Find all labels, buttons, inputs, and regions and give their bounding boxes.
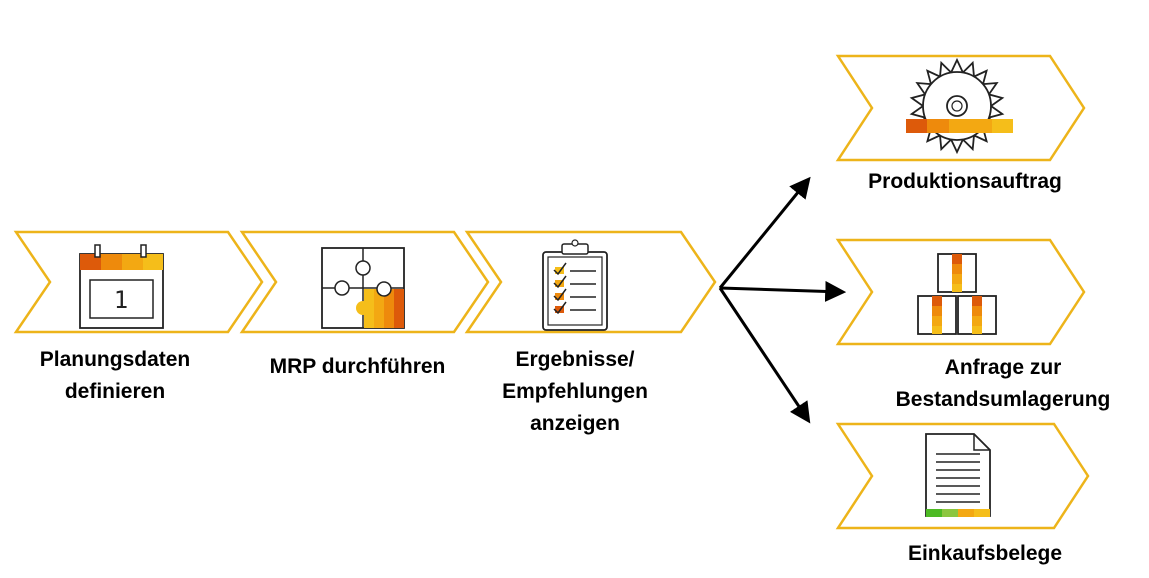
step-label-planning: Planungsdaten definieren	[20, 344, 210, 408]
outcome-chevron-production	[835, 54, 1086, 162]
step-chevron-planning	[13, 230, 264, 334]
label-line: anzeigen	[530, 412, 620, 435]
arrow-to-purchasing	[718, 287, 811, 424]
outcome-chevron-stock-transfer	[835, 238, 1086, 346]
stacked-boxes-icon	[917, 253, 997, 335]
step-chevron-results	[464, 230, 717, 334]
outcome-label-purchasing: Einkaufsbelege	[860, 538, 1110, 570]
outcome-chevron-purchasing	[835, 422, 1090, 530]
saw-blade-icon	[906, 57, 1013, 155]
label-line: Ergebnisse/	[515, 348, 635, 371]
arrow-to-stock-transfer	[719, 280, 847, 302]
checklist-clipboard-icon	[542, 239, 608, 331]
calendar-icon: 1	[79, 244, 164, 329]
arrow-to-production	[718, 176, 811, 289]
label-line: Empfehlungen	[502, 380, 648, 403]
branch-arrows	[718, 176, 847, 424]
step-label-mrp: MRP durchführen	[240, 351, 475, 383]
label-line: MRP durchführen	[269, 355, 446, 378]
outcome-label-stock-transfer: Anfrage zur Bestandsumlagerung	[858, 352, 1148, 416]
label-line: Anfrage zur	[944, 356, 1062, 379]
calendar-day: 1	[114, 286, 128, 314]
label-line: Bestandsumlagerung	[895, 388, 1111, 411]
step-label-results: Ergebnisse/ Empfehlungen anzeigen	[470, 344, 680, 440]
label-line: Planungsdaten	[39, 348, 191, 371]
label-line: Einkaufsbelege	[907, 542, 1063, 565]
label-line: definieren	[64, 380, 166, 403]
label-line: Produktionsauftrag	[868, 170, 1062, 193]
step-chevron-mrp	[239, 230, 490, 334]
document-icon	[925, 433, 991, 517]
outcome-label-production: Produktionsauftrag	[830, 166, 1100, 198]
puzzle-icon	[321, 247, 405, 329]
